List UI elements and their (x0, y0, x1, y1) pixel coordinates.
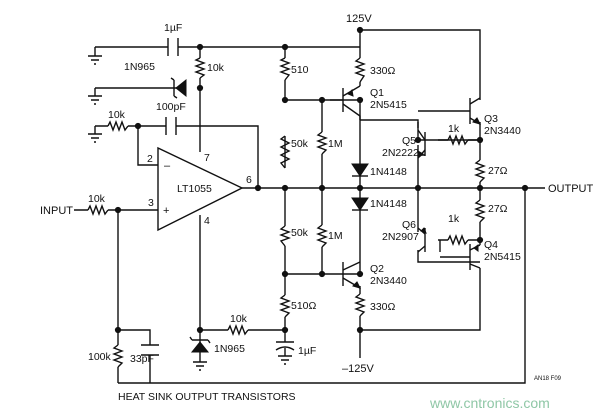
label-vneg: –125V (342, 363, 374, 375)
resistor-27-bottom (474, 199, 486, 223)
opamp-lt1055 (157, 146, 244, 232)
label-opamp: LT1055 (177, 183, 212, 195)
capacitor-100pf (165, 117, 177, 135)
resistor-50k-bottom (279, 225, 291, 247)
resistor-510-bottom (279, 294, 291, 318)
label-pin3: 3 (148, 197, 154, 209)
resistor-10k-feedback (107, 120, 129, 132)
resistor-50k-top (279, 135, 291, 169)
transistor-q5 (417, 129, 426, 160)
label-q4-name: Q4 (484, 239, 498, 251)
label-q6-type: 2N2907 (382, 231, 419, 243)
resistor-10k-bottom (227, 324, 249, 336)
label-pin7: 7 (204, 152, 210, 164)
label-d1: 1N4148 (370, 166, 407, 178)
label-pin2: 2 (147, 153, 153, 165)
transistor-q6 (417, 227, 427, 253)
label-plus: + (163, 205, 169, 217)
zener-1n965-bottom (189, 336, 211, 371)
label-r510-top: 510 (291, 64, 309, 76)
label-q5-name: Q5 (402, 135, 416, 147)
label-d2: 1N4148 (370, 198, 407, 210)
label-r1m-bot: 1M (328, 230, 343, 242)
resistor-1m-top (316, 131, 328, 155)
label-q3-name: Q3 (484, 113, 498, 125)
resistor-1k-bottom (447, 234, 469, 246)
watermark: www.cntronics.com (429, 395, 550, 411)
label-q1-name: Q1 (370, 87, 384, 99)
label-c-fb: 100pF (156, 101, 186, 113)
label-r330-top: 330Ω (370, 65, 396, 77)
resistor-330-top (354, 57, 366, 83)
label-c33p: 33pF (130, 353, 154, 365)
label-r50k-bot: 50k (291, 227, 309, 239)
label-fig-id: AN18 F09 (534, 376, 562, 382)
transistor-q1 (330, 85, 361, 120)
label-c-top: 1µF (164, 22, 182, 34)
diode-1n4148-bottom (351, 194, 369, 218)
labels: 125V –125V 1µF 1N965 10k 10k 100pF 10k I… (40, 13, 594, 411)
label-q2-type: 2N3440 (370, 275, 407, 287)
resistor-1k-top (447, 134, 469, 146)
label-pin4: 4 (204, 215, 210, 227)
resistor-10k-top (194, 57, 206, 79)
label-r510-bot: 510Ω (291, 300, 317, 312)
label-r330-bot: 330Ω (370, 301, 396, 313)
resistor-100k (112, 344, 124, 368)
label-r1k-top: 1k (448, 123, 460, 135)
resistor-1m-bottom (316, 224, 328, 248)
capacitor-1uf-top (167, 38, 179, 56)
resistor-330-bottom (354, 293, 366, 317)
label-pin6: 6 (246, 174, 252, 186)
label-q3-type: 2N3440 (484, 125, 521, 137)
label-r1k-bot: 1k (448, 213, 460, 225)
label-r1m-top: 1M (328, 138, 343, 150)
label-r-fb: 10k (108, 109, 126, 121)
label-minus: – (164, 160, 171, 172)
wires (74, 29, 545, 384)
transistor-q3 (418, 97, 481, 125)
label-r10k-bot: 10k (230, 313, 248, 325)
resistor-10k-input (87, 204, 109, 216)
transistor-q4 (440, 244, 481, 270)
label-r27-bot: 27Ω (488, 203, 508, 215)
label-c-bot: 1µF (298, 345, 316, 357)
resistor-27-top (474, 159, 486, 183)
label-output: OUTPUT (548, 183, 594, 195)
label-r50k-top: 50k (291, 138, 309, 150)
label-d-top: 1N965 (124, 61, 155, 73)
capacitor-1uf-bottom (275, 341, 295, 365)
junction-dots (114, 26, 529, 334)
label-r-in: 10k (88, 193, 106, 205)
transistor-q2 (342, 261, 361, 289)
diode-1n4148-top (351, 158, 369, 180)
label-r100k: 100k (88, 351, 112, 363)
zener-1n965-top (170, 77, 187, 99)
label-vpos: 125V (346, 13, 372, 25)
label-d-bot: 1N965 (214, 343, 245, 355)
label-q6-name: Q6 (402, 219, 416, 231)
resistor-510-top (279, 57, 291, 81)
label-q1-type: 2N5415 (370, 99, 407, 111)
label-r27-top: 27Ω (488, 165, 508, 177)
label-q2-name: Q2 (370, 263, 384, 275)
capacitor-33pf (141, 344, 159, 356)
label-caption: HEAT SINK OUTPUT TRANSISTORS (118, 391, 296, 403)
label-r-top: 10k (207, 62, 225, 74)
label-input: INPUT (40, 205, 73, 217)
label-q5-type: 2N2222 (382, 147, 419, 159)
label-q4-type: 2N5415 (484, 251, 521, 263)
